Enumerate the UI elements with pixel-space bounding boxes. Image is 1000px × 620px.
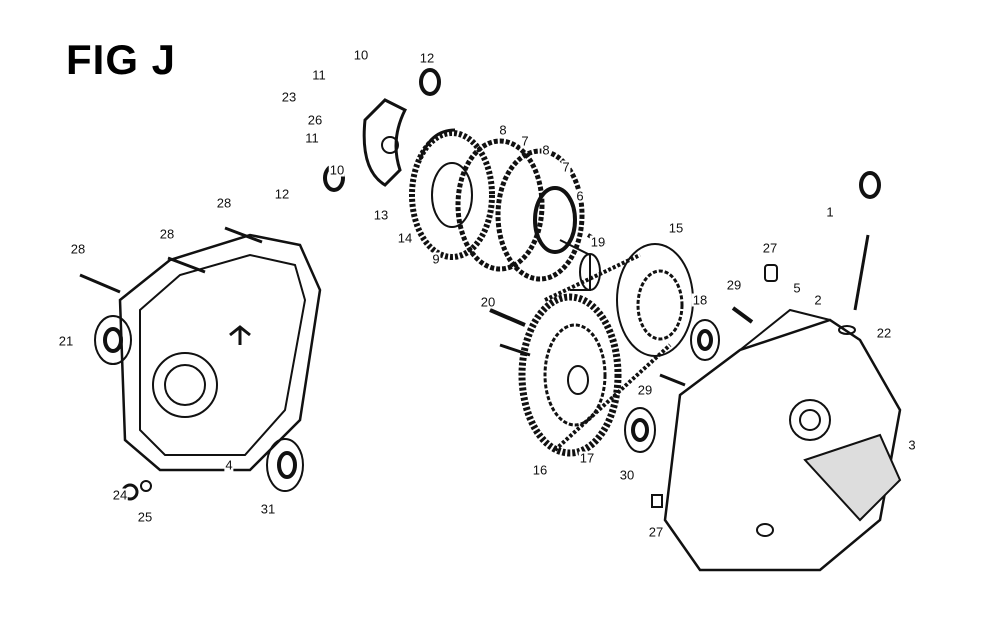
callout-3: 3	[907, 437, 917, 453]
chain-and-sprockets	[489, 243, 694, 457]
right-case	[663, 308, 902, 572]
callout-8: 8	[498, 122, 508, 138]
callout-25: 25	[136, 509, 154, 525]
callout-15: 15	[667, 220, 685, 236]
callout-6: 6	[575, 188, 585, 204]
callout-10: 10	[352, 47, 370, 63]
clutch-discs	[409, 130, 607, 291]
callout-8: 8	[541, 142, 551, 158]
washer	[140, 480, 152, 492]
dipstick	[651, 171, 881, 508]
callout-29: 29	[725, 277, 743, 293]
callout-27: 27	[761, 240, 779, 256]
callout-28: 28	[69, 241, 87, 257]
callout-17: 17	[578, 450, 596, 466]
bolts-28	[79, 226, 263, 294]
callout-5: 5	[792, 280, 802, 296]
callout-7: 7	[561, 159, 571, 175]
callout-19: 19	[589, 234, 607, 250]
callout-29: 29	[636, 382, 654, 398]
callout-28: 28	[215, 195, 233, 211]
callout-1: 1	[825, 204, 835, 220]
callout-7: 7	[520, 133, 530, 149]
callout-30: 30	[618, 467, 636, 483]
callout-11: 11	[311, 67, 327, 83]
callout-13: 13	[372, 207, 390, 223]
callout-21: 21	[57, 333, 75, 349]
callout-24: 24	[111, 487, 129, 503]
callout-14: 14	[396, 230, 414, 246]
left-case-cover	[118, 233, 322, 472]
callout-12: 12	[273, 186, 291, 202]
callout-16: 16	[531, 462, 549, 478]
callout-4: 4	[224, 457, 234, 473]
callout-28: 28	[158, 226, 176, 242]
figure-title: FIG J	[66, 36, 177, 83]
bearing-31	[266, 438, 304, 492]
callout-12: 12	[418, 50, 436, 66]
callout-9: 9	[431, 251, 441, 267]
callout-23: 23	[280, 89, 298, 105]
bearing-21	[94, 315, 132, 365]
bearing-18	[690, 319, 720, 361]
callout-11: 11	[304, 130, 320, 146]
callout-2: 2	[813, 292, 823, 308]
callout-20: 20	[479, 294, 497, 310]
callout-10: 10	[328, 162, 346, 178]
callout-27: 27	[647, 524, 665, 540]
callout-26: 26	[306, 112, 324, 128]
callout-18: 18	[691, 292, 709, 308]
callout-31: 31	[259, 501, 277, 517]
callout-22: 22	[875, 325, 893, 341]
bearing-30	[624, 407, 656, 453]
